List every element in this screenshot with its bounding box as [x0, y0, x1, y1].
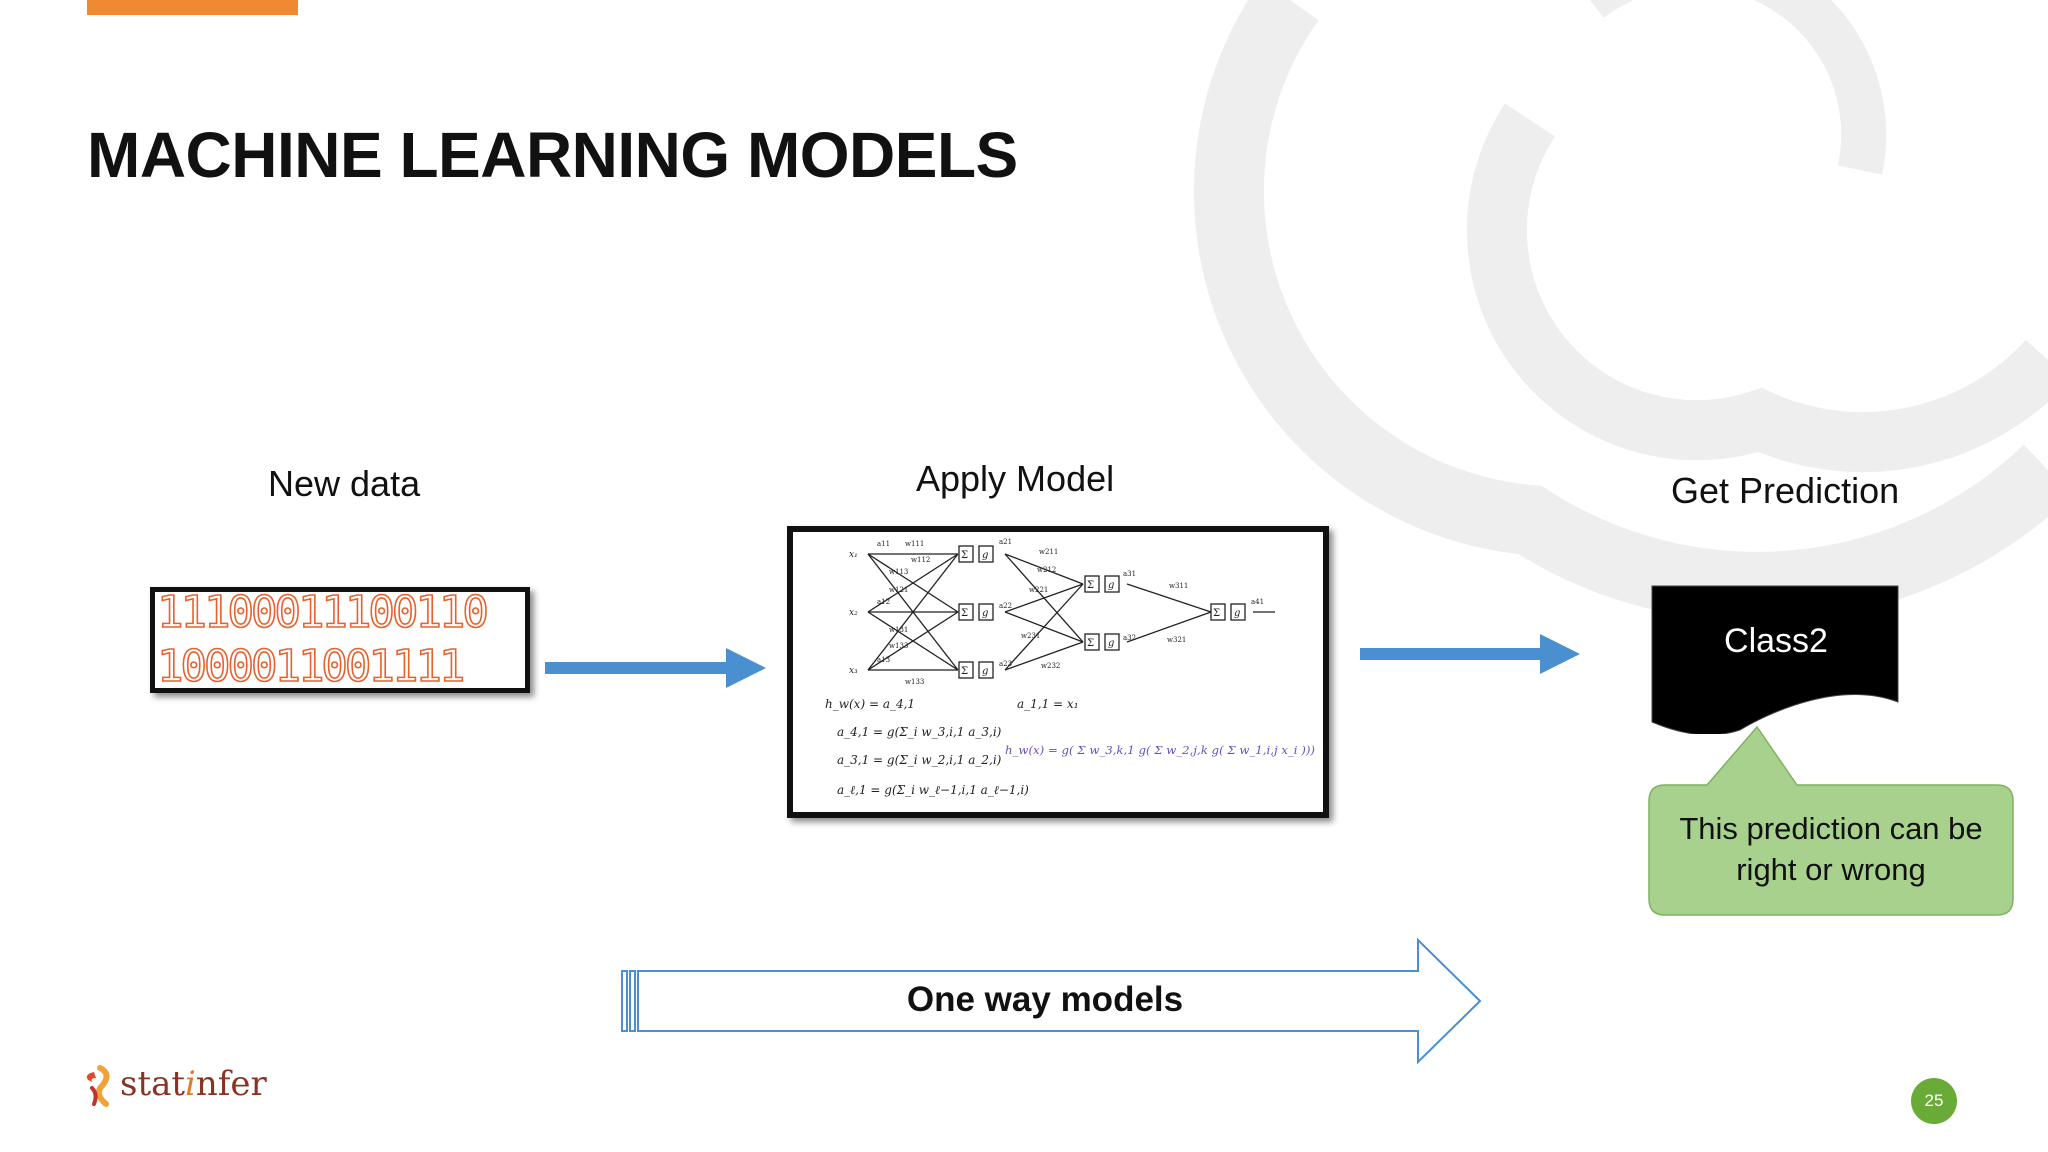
svg-text:a23: a23: [999, 660, 1012, 668]
page-number-badge: 25: [1911, 1078, 1957, 1124]
slide-title: MACHINE LEARNING MODELS: [87, 119, 1018, 191]
equation-right-big: h_w(x) = g( Σ w_3,k,1 g( Σ w_2,j,k g( Σ …: [1005, 744, 1315, 757]
svg-text:w231: w231: [1021, 632, 1040, 640]
svg-text:g: g: [982, 666, 988, 677]
equation-3: a_3,1 = g(Σ_i w_2,i,1 a_2,i): [837, 753, 1002, 767]
svg-text:w311: w311: [1169, 582, 1188, 590]
svg-text:Σ: Σ: [961, 550, 968, 561]
svg-text:w133: w133: [889, 642, 908, 650]
equation-2: a_4,1 = g(Σ_i w_3,i,1 a_3,i): [837, 725, 1002, 739]
svg-text:w221: w221: [1029, 586, 1048, 594]
arrow-right-1: [545, 648, 766, 688]
svg-text:g: g: [1234, 608, 1240, 619]
new-data-label: New data: [268, 463, 421, 504]
svg-text:w113: w113: [889, 568, 908, 576]
class-prediction-label: Class2: [1724, 622, 1828, 660]
class-prediction-shape: [1651, 585, 1899, 734]
statinfer-logo-text: statinfer: [120, 1064, 267, 1104]
apply-model-label: Apply Model: [916, 458, 1115, 499]
svg-text:Σ: Σ: [1087, 638, 1094, 649]
svg-text:g: g: [982, 550, 988, 561]
equation-right-top: a_1,1 = x₁: [1017, 697, 1079, 711]
binary-data-box: 11100011100110 1000011001111: [150, 587, 530, 693]
one-way-models-arrow: [621, 938, 1482, 1064]
svg-text:w112: w112: [911, 556, 930, 564]
svg-text:a22: a22: [999, 602, 1012, 610]
svg-text:a31: a31: [1123, 570, 1136, 578]
input-x1-label: x₁: [849, 550, 858, 560]
svg-text:a11: a11: [877, 540, 890, 548]
input-x3-label: x₃: [849, 666, 858, 676]
svg-text:w111: w111: [905, 540, 924, 548]
input-x2-label: x₂: [849, 608, 858, 618]
svg-text:w212: w212: [1037, 566, 1056, 574]
get-prediction-label: Get Prediction: [1671, 470, 1900, 511]
binary-line-2: 1000011001111: [156, 640, 466, 692]
equation-1: h_w(x) = a_4,1: [825, 697, 915, 711]
svg-text:a41: a41: [1251, 598, 1264, 606]
one-way-models-label: One way models: [906, 980, 1184, 1019]
binary-line-1: 11100011100110: [156, 587, 489, 639]
prediction-callout-bubble: [1648, 725, 2014, 916]
svg-text:w131: w131: [889, 626, 908, 634]
svg-text:Σ: Σ: [1087, 580, 1094, 591]
svg-text:g: g: [982, 608, 988, 619]
svg-text:w133: w133: [905, 678, 924, 686]
svg-text:a12: a12: [877, 598, 890, 606]
svg-text:w232: w232: [1041, 662, 1060, 670]
svg-text:g: g: [1108, 580, 1114, 591]
svg-text:a13: a13: [877, 656, 890, 664]
svg-text:w211: w211: [1039, 548, 1058, 556]
svg-text:g: g: [1108, 638, 1114, 649]
arrow-right-2: [1360, 634, 1580, 674]
svg-text:Σ: Σ: [961, 608, 968, 619]
svg-text:a32: a32: [1123, 634, 1136, 642]
prediction-callout-text: This prediction can be right or wrong: [1679, 811, 1983, 887]
svg-text:a21: a21: [999, 538, 1012, 546]
svg-text:Σ: Σ: [1213, 608, 1220, 619]
svg-text:Σ: Σ: [961, 666, 968, 677]
accent-bar: [87, 0, 298, 15]
equation-4: a_ℓ,1 = g(Σ_i w_ℓ−1,i,1 a_ℓ−1,i): [837, 783, 1029, 797]
svg-text:w321: w321: [1167, 636, 1186, 644]
statinfer-logo: statinfer: [82, 1064, 267, 1108]
svg-text:w121: w121: [889, 586, 908, 594]
statinfer-logo-mark-icon: [86, 1065, 110, 1107]
